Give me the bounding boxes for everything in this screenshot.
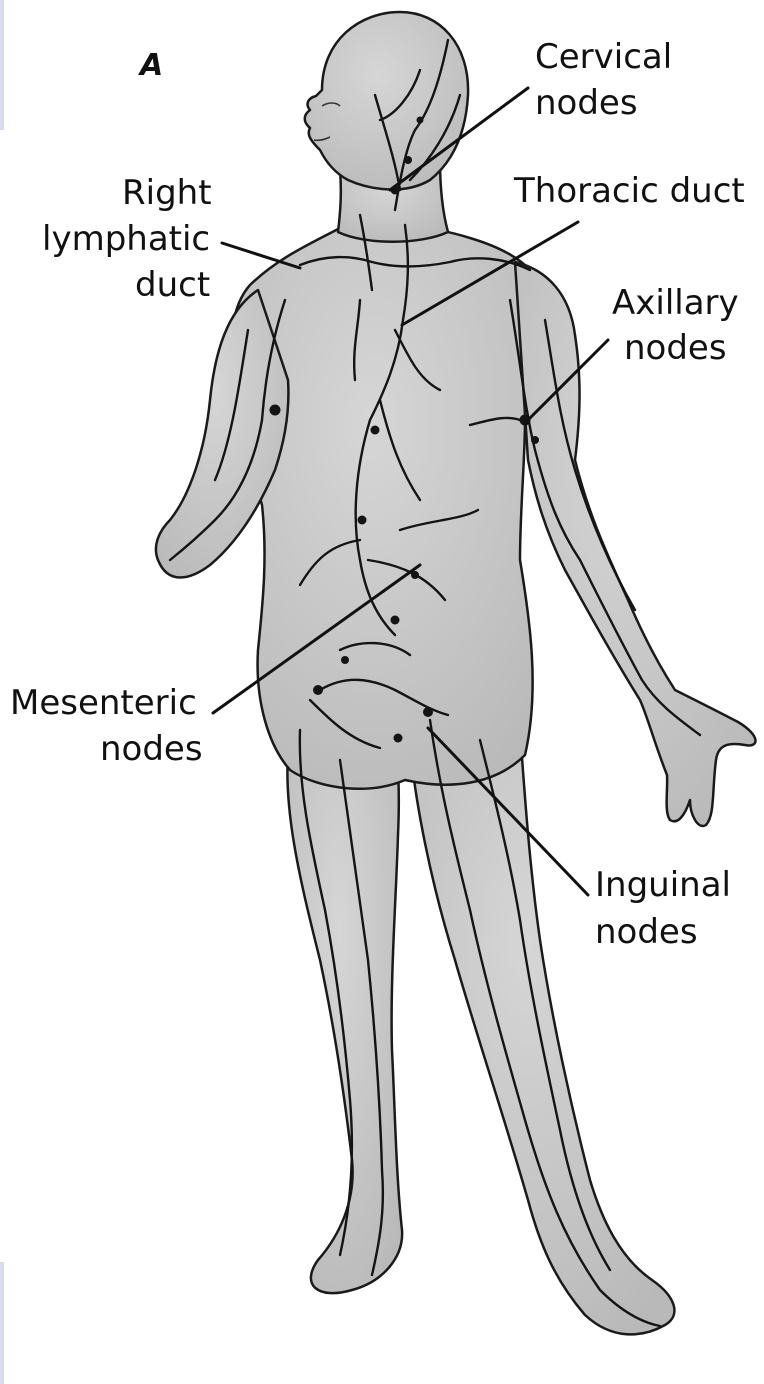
inguinal-node [341,656,349,664]
label-right-lymphatic-duct-line1: Right [122,168,212,218]
cervical-node [417,117,424,124]
label-cervical-nodes-line2: nodes [535,78,638,128]
inguinal-node [394,734,403,743]
label-right-lymphatic-duct-line2: lymphatic [42,214,210,264]
label-axillary-nodes-line1: Axillary [612,278,739,328]
axillary-node [531,436,539,444]
cervical-node [404,156,412,164]
label-right-lymphatic-duct-line3: duct [135,260,210,310]
label-mesenteric-nodes-line2: nodes [100,724,203,774]
label-axillary-nodes-line2: nodes [624,323,727,373]
inguinal-node [313,685,323,695]
inguinal-node [423,707,433,717]
mesenteric-node [371,426,380,435]
right-leg [287,735,402,1293]
panel-letter: A [140,48,163,83]
label-thoracic-duct-line1: Thoracic duct [514,166,745,216]
label-inguinal-nodes-line1: Inguinal [595,860,731,910]
torso [231,225,545,789]
axillary-node [270,405,281,416]
label-cervical-nodes-line1: Cervical [535,32,672,82]
mesenteric-node [358,516,367,525]
label-mesenteric-nodes-line1: Mesenteric [10,678,197,728]
label-inguinal-nodes-line2: nodes [595,907,698,957]
head [305,12,468,189]
mesenteric-node [391,616,400,625]
